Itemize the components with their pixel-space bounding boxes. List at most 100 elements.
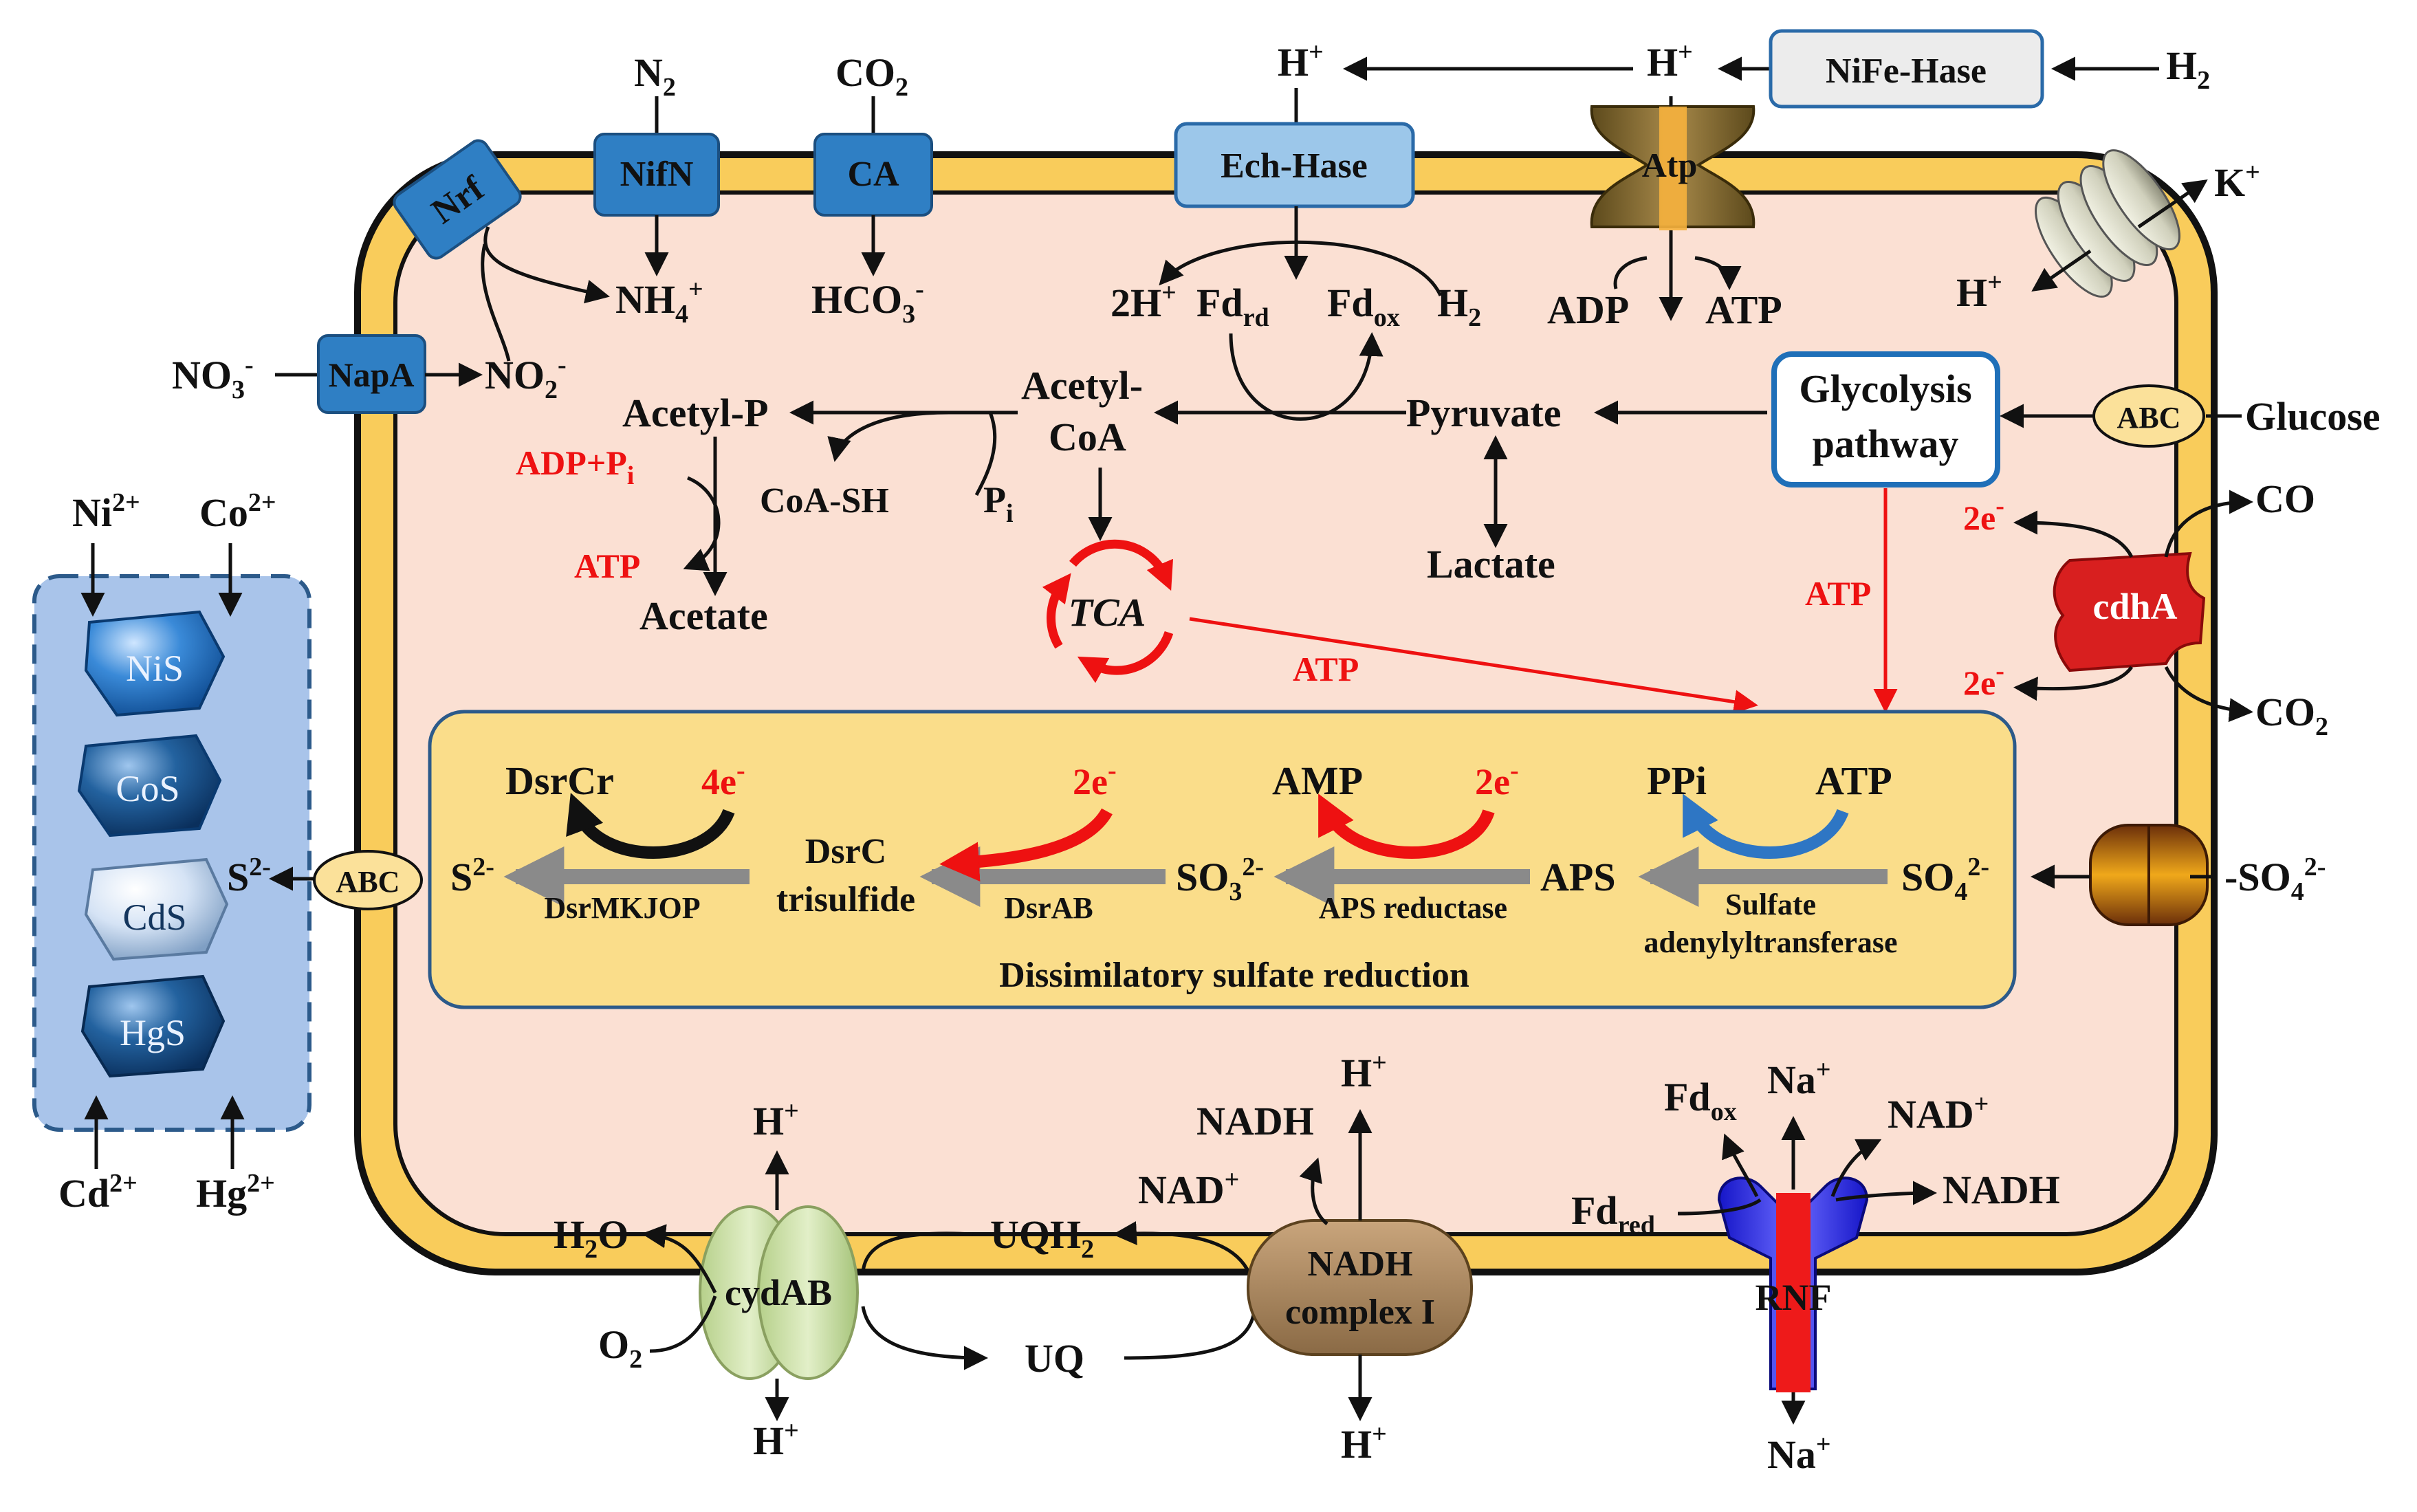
cd-ion: Cd2+ bbox=[58, 1169, 138, 1216]
acetyl-coa-line2: CoA bbox=[1049, 415, 1126, 459]
rnf-nadh-arrow bbox=[1835, 1181, 1937, 1205]
aps-reductase-e-arrow bbox=[1318, 793, 1495, 859]
atp-synth-product-label: ATP bbox=[1705, 287, 1782, 332]
cyd-to-uq-arrow bbox=[861, 1306, 988, 1370]
two-h-label: 2H+ bbox=[1111, 278, 1177, 325]
s2-inside-label: S2- bbox=[450, 853, 494, 899]
fd-rd-label: Fdrd bbox=[1196, 281, 1269, 332]
coash-label: CoA-SH bbox=[760, 481, 889, 521]
ni-ion: Ni2+ bbox=[72, 488, 140, 535]
no3-label: NO3- bbox=[172, 351, 254, 404]
nife-hase-enzyme bbox=[1769, 29, 2044, 109]
coash-out-curve bbox=[827, 410, 950, 462]
four-e-label: 4e- bbox=[701, 756, 745, 802]
fdred-rnf-label: Fdred bbox=[1571, 1188, 1655, 1240]
co-ion: Co2+ bbox=[199, 488, 276, 535]
rnf-complex: RNF bbox=[1717, 1176, 1869, 1392]
o2-label: O2 bbox=[598, 1322, 642, 1374]
h-nadh-top-label: H+ bbox=[1341, 1049, 1387, 1095]
nad-bot-label: NAD+ bbox=[1138, 1165, 1239, 1212]
h-nadh-bot-label: H+ bbox=[1341, 1420, 1387, 1467]
dsrmkjop-e-arrow bbox=[566, 793, 735, 859]
nadh-rnf-label: NADH bbox=[1943, 1168, 2060, 1212]
cdha-2e-up-arrow bbox=[2013, 510, 2134, 558]
acetyl-coa-line1: Acetyl- bbox=[1021, 363, 1143, 408]
rnf-fdox-arrow bbox=[1722, 1133, 1759, 1198]
k-out-arrow bbox=[2137, 179, 2208, 229]
nad-rnf-label: NAD+ bbox=[1888, 1090, 1989, 1137]
nis-label: NiS bbox=[126, 648, 184, 689]
cdha-label: cdhA bbox=[2092, 586, 2177, 627]
uq-label: UQ bbox=[1025, 1336, 1084, 1381]
dsr-box bbox=[428, 710, 2017, 1009]
ppi-label: PPi bbox=[1647, 758, 1707, 803]
nrf-enzyme: Nrf bbox=[393, 139, 522, 260]
adp-in-curve bbox=[1613, 256, 1648, 289]
uqh2-to-cyd-curve bbox=[861, 1231, 974, 1273]
abc-sulfide-label: ABC bbox=[336, 865, 400, 899]
dsrab-label: DsrAB bbox=[1004, 891, 1093, 925]
e-co-label: 2e- bbox=[1963, 492, 2004, 537]
atp-red2-label: ATP bbox=[1805, 574, 1871, 613]
amp-label: AMP bbox=[1272, 758, 1363, 803]
h2-to-2h-arrow bbox=[1159, 240, 1443, 297]
no2-to-nrf-line bbox=[481, 243, 511, 362]
cydab-label: cydAB bbox=[725, 1272, 832, 1313]
na-bot-label: Na+ bbox=[1767, 1430, 1831, 1477]
pi-in-curve bbox=[974, 412, 997, 496]
rnf-label: RNF bbox=[1756, 1277, 1832, 1318]
two-e2-label: 2e- bbox=[1475, 756, 1519, 802]
tca-cycle: TCA bbox=[1042, 539, 1174, 683]
tca-label: TCA bbox=[1069, 590, 1146, 635]
dsrab-e-arrow bbox=[939, 808, 1113, 882]
glycolysis-box bbox=[1771, 351, 2000, 487]
nadh-complex-line1: NADH bbox=[1307, 1245, 1412, 1284]
lactate-label: Lactate bbox=[1427, 542, 1555, 587]
glycolysis-line2: pathway bbox=[1813, 421, 1959, 466]
h-top2-label: H+ bbox=[1647, 38, 1693, 85]
nadh-to-uqh2-arrow bbox=[1113, 1221, 1254, 1280]
co-label: CO bbox=[2255, 476, 2315, 521]
h-cyd-top-label: H+ bbox=[753, 1097, 799, 1143]
atp-so4-label: ATP bbox=[1815, 758, 1892, 803]
aps-label: APS bbox=[1540, 855, 1616, 899]
s2-outside: S2- bbox=[227, 853, 271, 899]
dsrcr-label: DsrCr bbox=[505, 758, 614, 803]
fd-ox-label: Fdox bbox=[1327, 281, 1400, 332]
atp-red3-label: ATP bbox=[1293, 650, 1359, 688]
tca-atp-arrow bbox=[1189, 617, 1758, 714]
ech-hase-label: Ech-Hase bbox=[1221, 146, 1368, 186]
atp-red1-label: ATP bbox=[574, 547, 640, 585]
cos-label: CoS bbox=[116, 768, 179, 809]
dsr-title: Dissimilatory sulfate reduction bbox=[999, 956, 1469, 995]
h-in-arrow bbox=[2031, 249, 2092, 292]
adp-label: ADP bbox=[1547, 287, 1629, 332]
o2-in-curve bbox=[649, 1295, 717, 1353]
acetyl-p-label: Acetyl-P bbox=[622, 391, 769, 435]
so4-in-label: SO42- bbox=[1901, 853, 1989, 906]
sulfate-transporter bbox=[2089, 824, 2209, 926]
atp-to-ppi-arrow bbox=[1683, 793, 1849, 859]
uq-to-nadh-curve bbox=[1124, 1306, 1257, 1360]
cydab-complex: cydAB bbox=[699, 1205, 859, 1380]
fdox-rnf-label: Fdox bbox=[1664, 1075, 1737, 1126]
atp-synthase: Atp bbox=[1590, 105, 1756, 230]
so4-out-label: -SO42- bbox=[2224, 853, 2326, 906]
nadh-bot-label: NADH bbox=[1196, 1099, 1314, 1143]
ca-label: CA bbox=[847, 155, 899, 194]
h-top1-label: H+ bbox=[1278, 38, 1324, 85]
co-out-arrow bbox=[2164, 490, 2253, 558]
co2-out-arrow bbox=[2164, 666, 2253, 723]
uqh2-label: UQH2 bbox=[990, 1212, 1094, 1264]
pi-label: Pi bbox=[983, 479, 1014, 528]
napa-label: NapA bbox=[328, 355, 414, 394]
sat-line1: Sulfate bbox=[1725, 888, 1816, 921]
cdha-2e-down-arrow bbox=[2013, 666, 2134, 701]
e-co2-label: 2e- bbox=[1963, 657, 2004, 702]
k-label: K+ bbox=[2214, 158, 2260, 205]
h-k-label: H+ bbox=[1956, 268, 2002, 315]
h2o-label: H2O bbox=[554, 1212, 628, 1264]
nis-gem: NiS bbox=[84, 610, 226, 717]
no2-label: NO2- bbox=[485, 351, 567, 404]
glucose-label: Glucose bbox=[2245, 394, 2381, 439]
